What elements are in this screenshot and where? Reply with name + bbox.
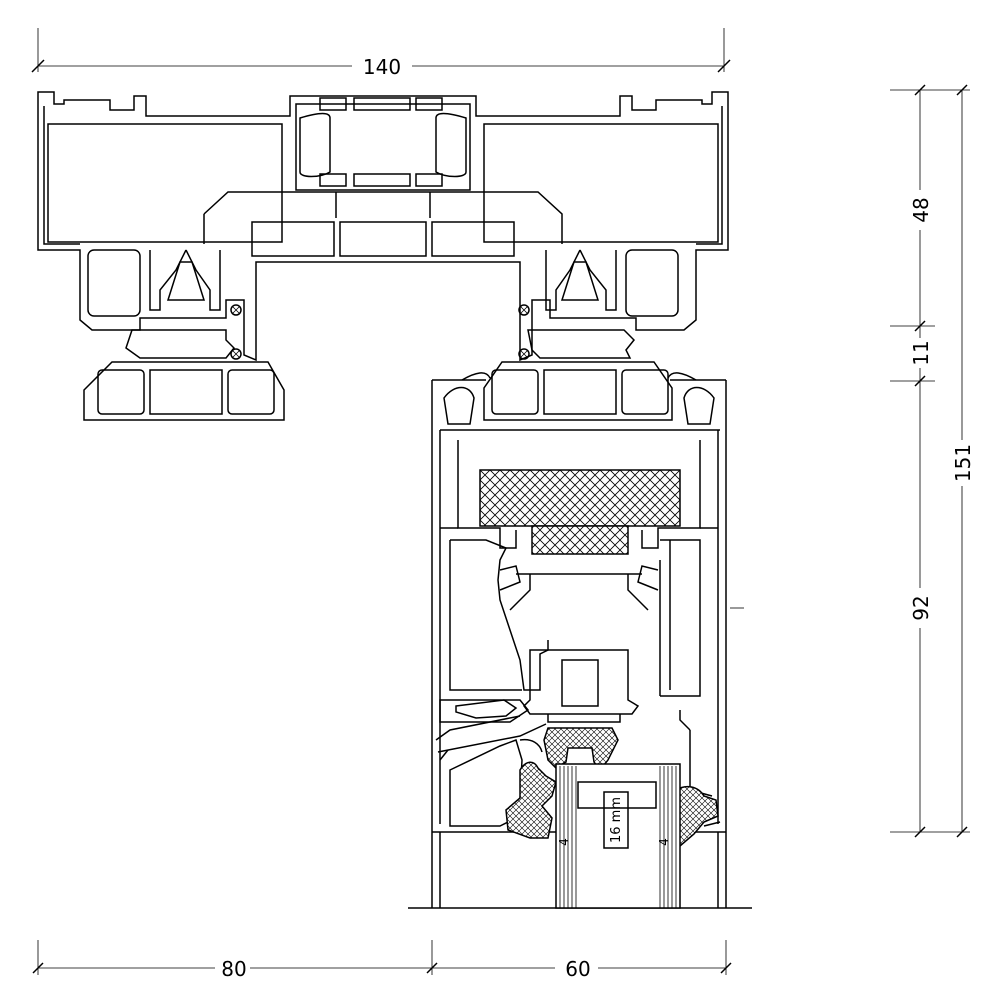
- frame-profile: [37, 91, 729, 362]
- glass-pane: 16 mm 4 4: [555, 763, 681, 909]
- dimension-bottom-left-label: 80: [221, 957, 246, 981]
- dimension-top-140: 140: [31, 28, 731, 79]
- sash-profile: 16 mm 4 4: [408, 329, 752, 909]
- gap-left-label: 4: [557, 838, 571, 846]
- dimension-right-48-label: 48: [909, 197, 933, 222]
- gap-right-label: 4: [657, 838, 671, 846]
- dimension-top-label: 140: [363, 55, 401, 79]
- dimension-right-151-label: 151: [951, 444, 975, 482]
- glass-thickness-label: 16 mm: [609, 797, 624, 843]
- dimension-right: 48 11 92 151: [890, 84, 975, 838]
- dimension-bottom-right-label: 60: [565, 957, 590, 981]
- dimension-bottom: 80 60: [32, 940, 732, 981]
- dimension-right-11-label: 11: [909, 340, 933, 365]
- left-bead-profile: [83, 329, 285, 421]
- dimension-right-92-label: 92: [909, 595, 933, 620]
